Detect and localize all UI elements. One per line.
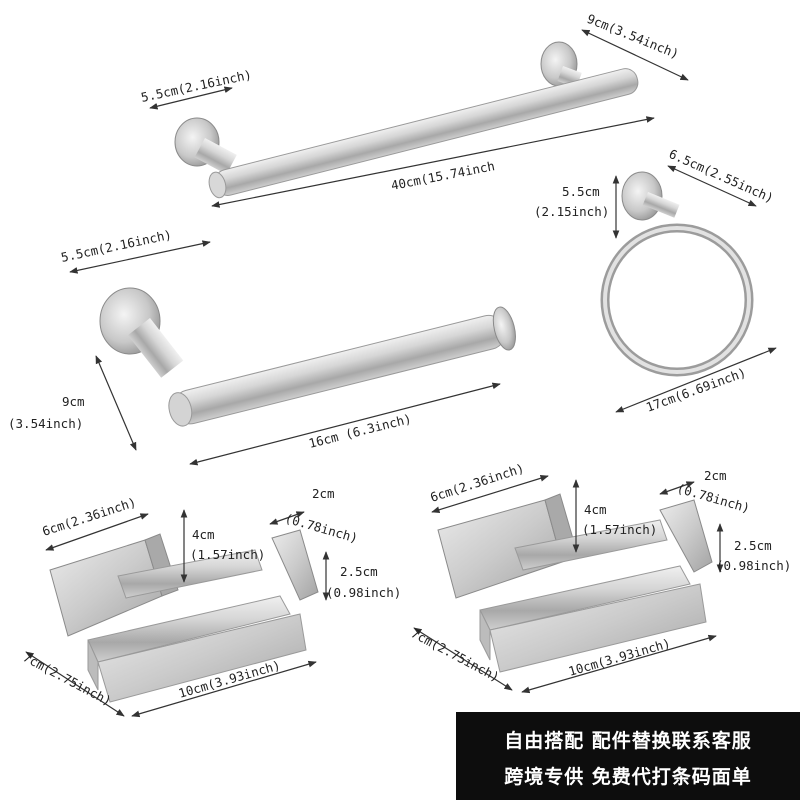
towel-ring-depth-cm-label: 5.5cm (562, 184, 600, 199)
double-hook-right (437, 493, 713, 673)
promo-line-2: 跨境专供 免费代打条码面单 (504, 766, 752, 788)
paper-holder (99, 287, 516, 427)
paper-holder-base-label: 5.5cm(2.16inch) (60, 227, 174, 265)
paper-holder-length-label: 16cm (6.3inch) (307, 411, 413, 451)
hook-right-height-cm-label: 4cm (584, 502, 607, 517)
hook-right-tip-h-cm-label: 2.5cm (734, 538, 772, 553)
towel-bar-depth-label: 5.5cm(2.16inch) (140, 67, 254, 105)
towel-ring-depth-inch-label: (2.15inch) (534, 204, 609, 219)
hook-right-tip-h-inch-label: (0.98inch) (716, 558, 791, 573)
hook-left-tip-h-inch-label: (0.98inch) (326, 585, 401, 600)
paper-holder-height-cm-label: 9cm (62, 394, 85, 409)
promo-line-1: 自由搭配 配件替换联系客服 (504, 730, 752, 752)
hook-left-tip-cm-label: 2cm (312, 486, 335, 501)
towel-ring-base-label: 6.5cm(2.55inch) (667, 146, 776, 206)
paper-holder-height-inch-label: (3.54inch) (8, 416, 83, 431)
hook-left-height-inch-label: (1.57inch) (190, 547, 265, 562)
towel-ring (600, 171, 754, 377)
hook-left-height-cm-label: 4cm (192, 527, 215, 542)
hook-left-base-label: 6cm(2.36inch) (40, 494, 138, 539)
hook-left-tip-h-cm-label: 2.5cm (340, 564, 378, 579)
hook-right-tip-cm-label: 2cm (704, 468, 727, 483)
towel-bar-length-label: 40cm(15.74inch (390, 158, 496, 193)
promo-banner: 自由搭配 配件替换联系客服 跨境专供 免费代打条码面单 (456, 712, 800, 800)
hook-right-height-inch-label: (1.57inch) (582, 522, 657, 537)
